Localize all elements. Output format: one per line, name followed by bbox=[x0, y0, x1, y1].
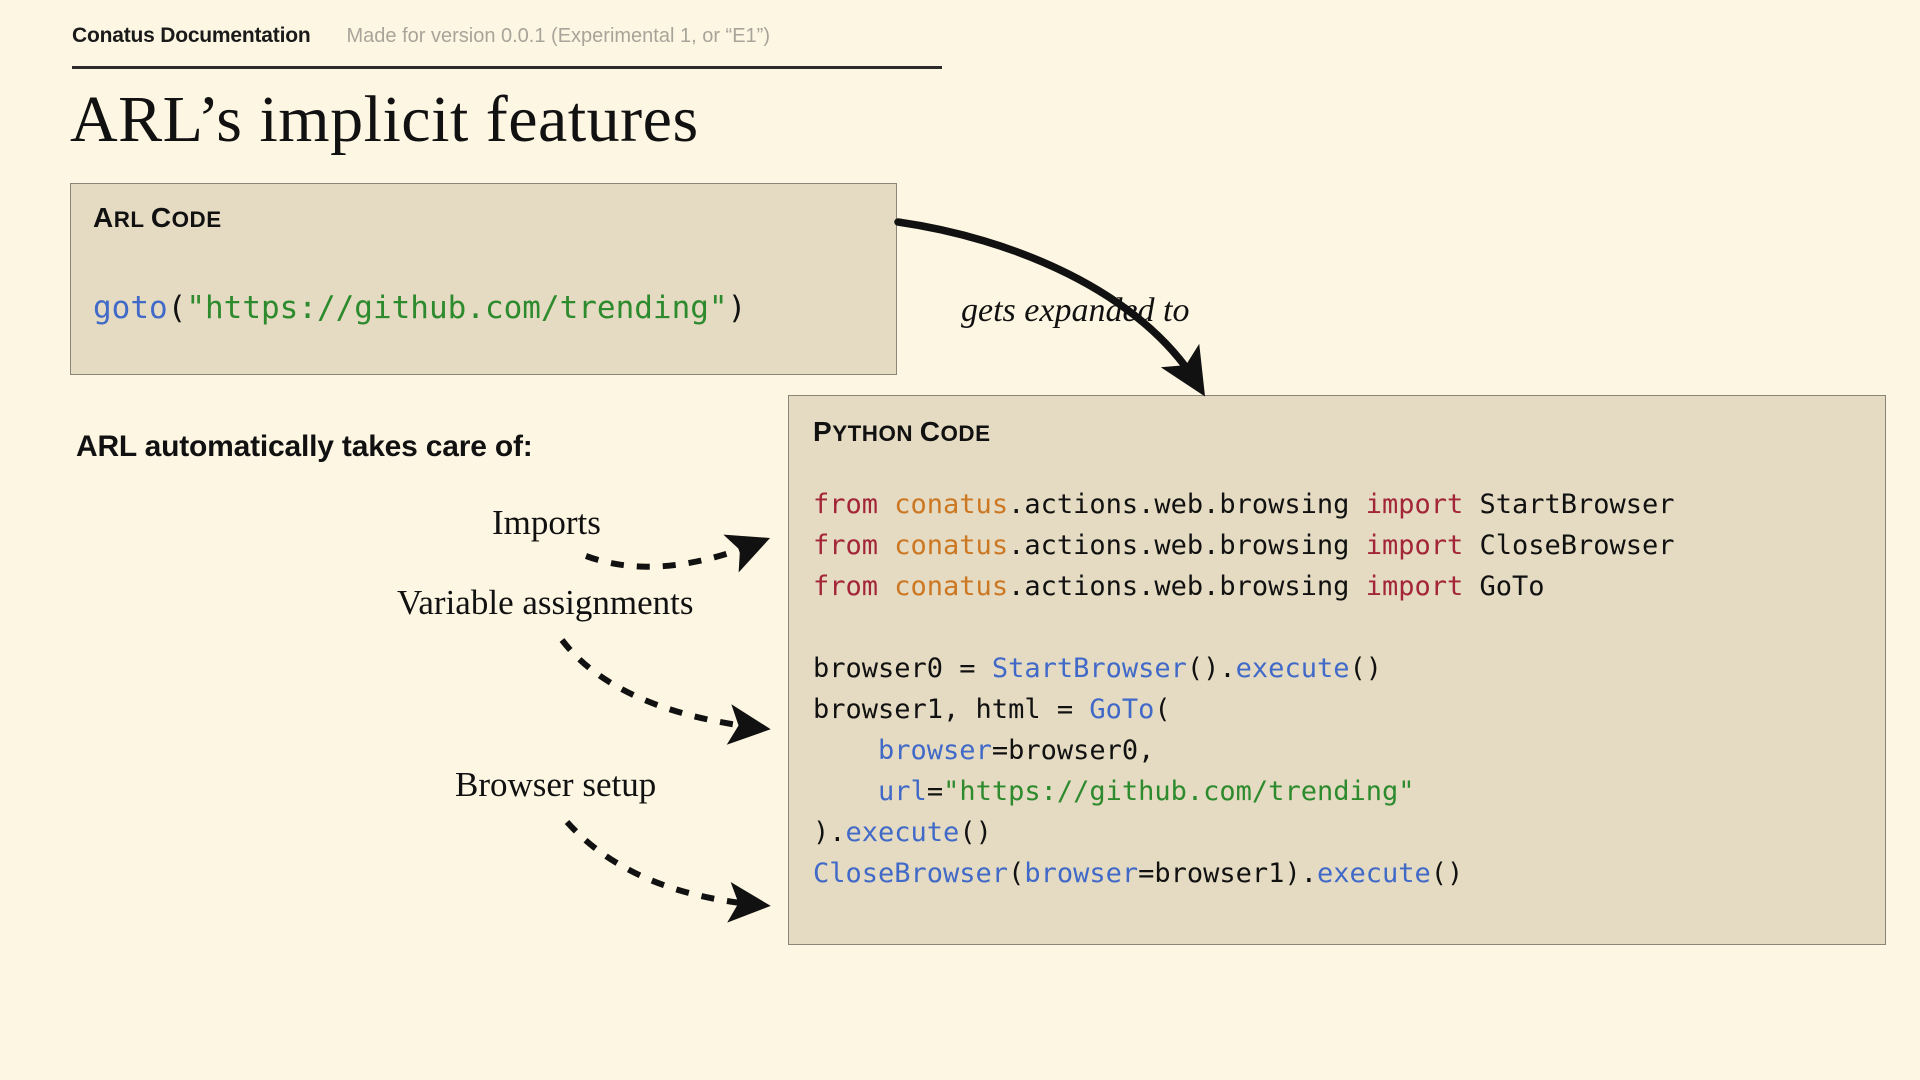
arrow-browser-setup bbox=[564, 819, 771, 923]
arl-label-c: C bbox=[150, 202, 172, 233]
code-line: ).execute() bbox=[813, 812, 1675, 853]
code-token: import bbox=[1365, 530, 1480, 561]
code-token: CloseBrowser bbox=[1479, 530, 1675, 561]
arl-label-a: A bbox=[93, 202, 114, 233]
header-title: Conatus Documentation bbox=[72, 24, 311, 47]
code-line: url="https://github.com/trending" bbox=[813, 771, 1675, 812]
code-token: from bbox=[813, 530, 895, 561]
code-token: import bbox=[1365, 489, 1480, 520]
code-token: browser bbox=[1024, 858, 1139, 889]
code-line: from conatus.actions.web.browsing import… bbox=[813, 566, 1675, 607]
arl-code-box: ARL CODE goto("https://github.com/trendi… bbox=[70, 183, 897, 375]
code-token: = bbox=[926, 776, 944, 807]
arl-label-ode: ODE bbox=[171, 207, 222, 232]
arl-label-rl: RL bbox=[113, 207, 151, 232]
code-token: StartBrowser bbox=[1479, 489, 1675, 520]
code-token: goto bbox=[93, 290, 168, 326]
python-code-box: PYTHON CODE from conatus.actions.web.bro… bbox=[788, 395, 1886, 945]
code-token: browser bbox=[878, 735, 992, 766]
python-label-ython: YTHON bbox=[832, 421, 920, 446]
annotation-browser-setup: Browser setup bbox=[455, 765, 657, 804]
code-token: ( bbox=[167, 290, 187, 326]
arrow-variable-assignments bbox=[559, 638, 771, 745]
page-title: ARL’s implicit features bbox=[70, 83, 699, 156]
code-token: CloseBrowser bbox=[813, 858, 1009, 889]
code-token: GoTo bbox=[1479, 571, 1545, 602]
code-token: .actions.web.browsing bbox=[1008, 530, 1366, 561]
code-token: .actions.web.browsing bbox=[1008, 489, 1366, 520]
annotation-imports: Imports bbox=[492, 503, 601, 542]
code-token: ( bbox=[1008, 858, 1025, 889]
code-token: url bbox=[878, 776, 927, 807]
code-token: ) bbox=[727, 290, 747, 326]
code-token: import bbox=[1365, 571, 1480, 602]
python-code-content: from conatus.actions.web.browsing import… bbox=[813, 484, 1675, 894]
code-token: ( bbox=[1154, 694, 1171, 725]
code-token: StartBrowser bbox=[991, 653, 1187, 684]
code-token: from bbox=[813, 571, 895, 602]
code-token: "https://github.com/trending" bbox=[186, 290, 728, 326]
arrow-imports bbox=[584, 534, 771, 573]
code-token: () bbox=[959, 817, 992, 848]
code-line: from conatus.actions.web.browsing import… bbox=[813, 484, 1675, 525]
code-line: browser1, html = GoTo( bbox=[813, 689, 1675, 730]
annotation-variable-assignments: Variable assignments bbox=[397, 583, 694, 622]
python-label-c: C bbox=[919, 416, 941, 447]
code-line: CloseBrowser(browser=browser1).execute() bbox=[813, 853, 1675, 894]
code-token: conatus bbox=[894, 489, 1009, 520]
annotation-subtitle: ARL automatically takes care of: bbox=[76, 430, 533, 463]
python-code-box-label: PYTHON CODE bbox=[813, 416, 991, 448]
code-token: ). bbox=[813, 817, 846, 848]
code-token: execute bbox=[1316, 858, 1431, 889]
header-divider bbox=[72, 66, 942, 69]
code-token: "https://github.com/trending" bbox=[943, 776, 1415, 807]
code-line bbox=[813, 607, 1675, 648]
arl-code-content: goto("https://github.com/trending") bbox=[93, 288, 746, 328]
code-token: GoTo bbox=[1089, 694, 1155, 725]
code-token: execute bbox=[845, 817, 960, 848]
code-token: execute bbox=[1235, 653, 1350, 684]
code-token: conatus bbox=[894, 571, 1009, 602]
arl-code-box-label: ARL CODE bbox=[93, 202, 222, 234]
code-line: browser=browser0, bbox=[813, 730, 1675, 771]
python-label-p: P bbox=[813, 416, 833, 447]
code-token bbox=[813, 776, 878, 807]
header-version-note: Made for version 0.0.1 (Experimental 1, … bbox=[346, 25, 770, 47]
annotation-gets-expanded-to: gets expanded to bbox=[961, 292, 1190, 329]
code-token: () bbox=[1349, 653, 1382, 684]
code-line: from conatus.actions.web.browsing import… bbox=[813, 525, 1675, 566]
code-token: =browser0, bbox=[991, 735, 1155, 766]
code-token: browser0 = bbox=[813, 653, 992, 684]
header: Conatus Documentation Made for version 0… bbox=[72, 24, 952, 48]
code-token: .actions.web.browsing bbox=[1008, 571, 1366, 602]
code-token: browser1, html = bbox=[813, 694, 1090, 725]
code-token bbox=[813, 735, 878, 766]
code-token: () bbox=[1430, 858, 1464, 889]
python-label-ode: ODE bbox=[940, 421, 991, 446]
code-token: (). bbox=[1186, 653, 1236, 684]
code-token: =browser1). bbox=[1138, 858, 1317, 889]
code-token: from bbox=[813, 489, 895, 520]
code-token: conatus bbox=[894, 530, 1009, 561]
code-line: browser0 = StartBrowser().execute() bbox=[813, 648, 1675, 689]
